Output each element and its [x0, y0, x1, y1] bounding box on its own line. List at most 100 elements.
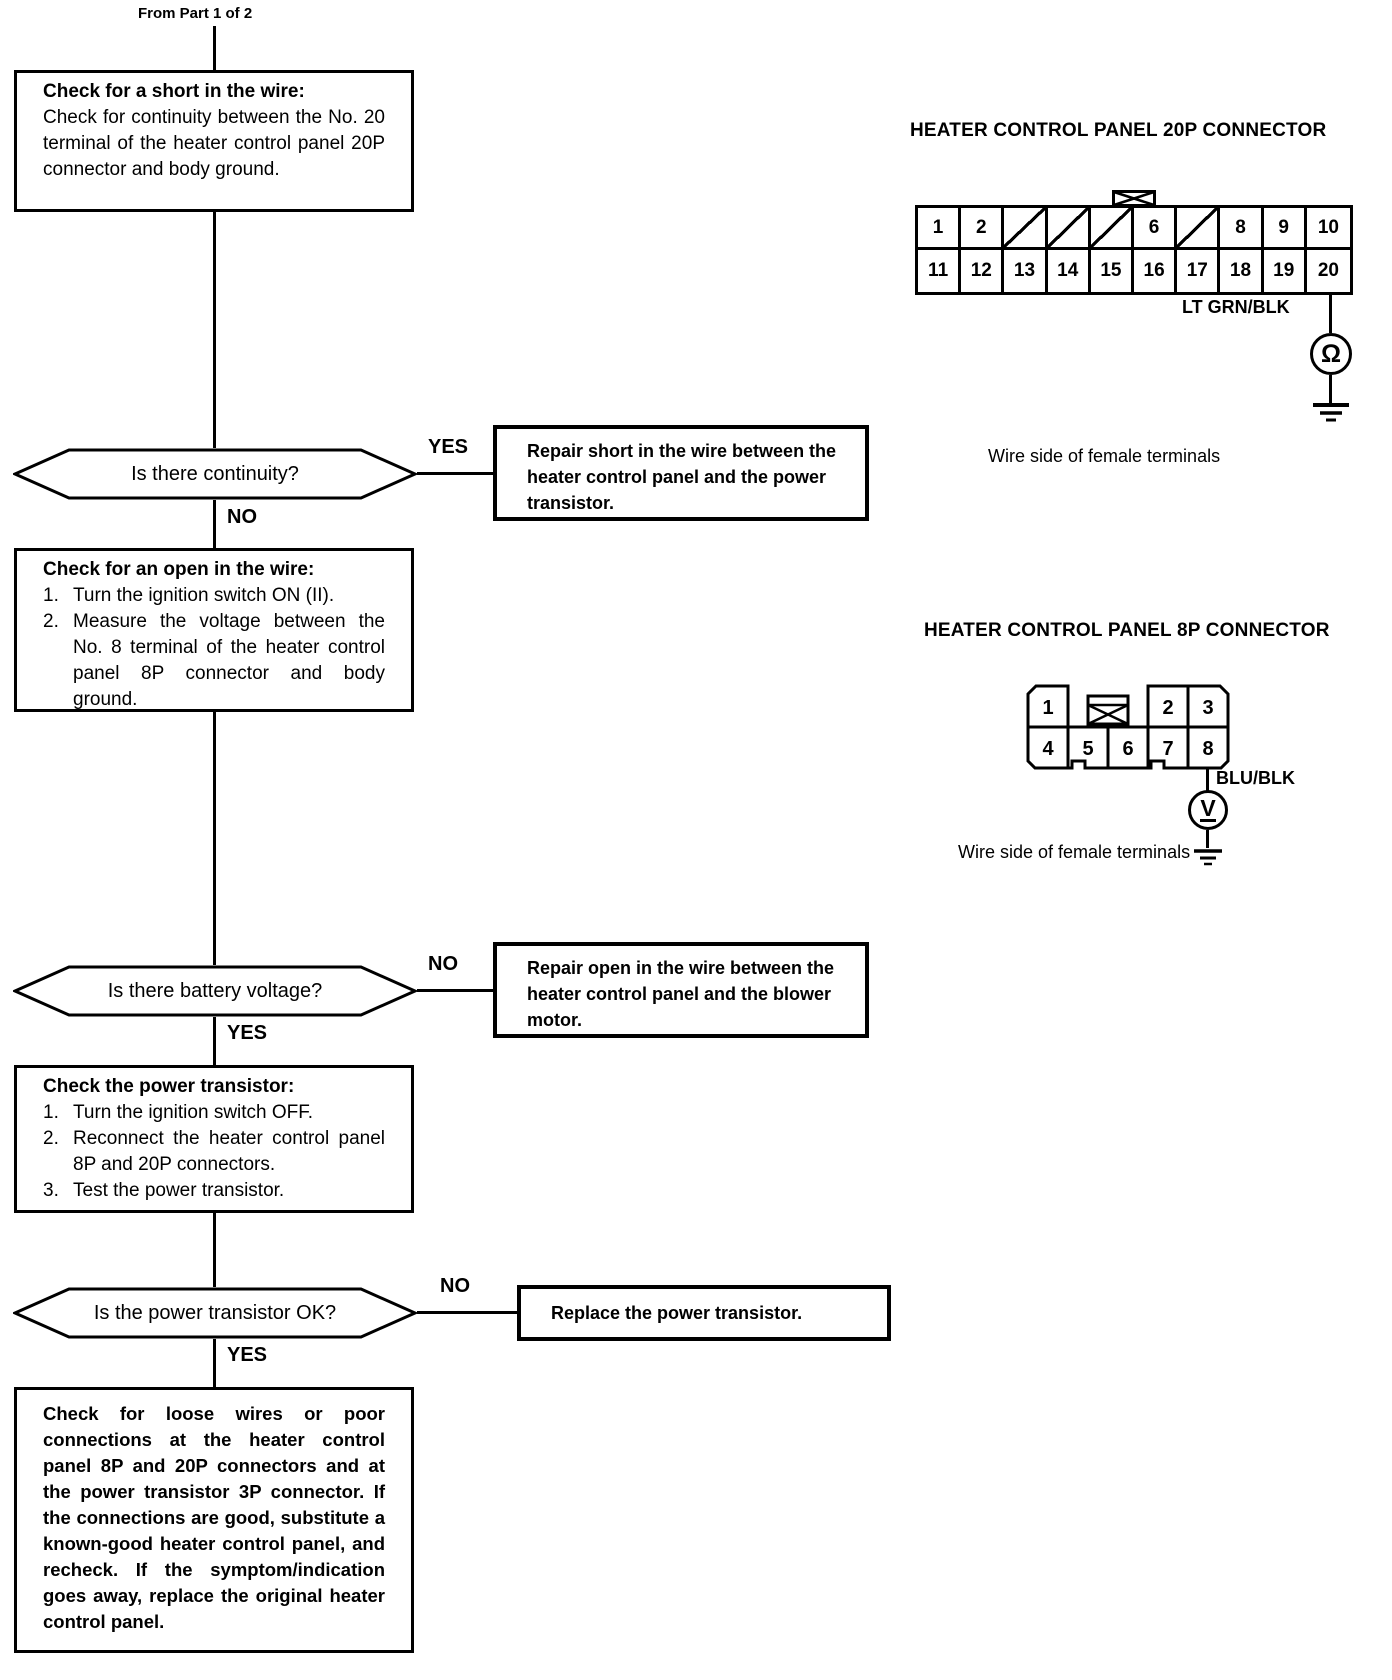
flow-line: [213, 500, 216, 548]
terminal-number: 2: [1162, 697, 1173, 719]
yes-label: YES: [227, 1022, 268, 1044]
check-open-box: Check for an open in the wire: 1. Turn t…: [14, 548, 414, 712]
terminal-cell-blocked: [1047, 208, 1091, 250]
step-number: 3.: [43, 1180, 59, 1201]
terminal-number: 7: [1162, 738, 1173, 760]
connector-20p-grid: 1 2 6 8 9 10 11 12 13 14 15 16 17 18 19 …: [915, 205, 1353, 295]
terminal-cell-blocked: [1177, 208, 1221, 250]
bowtie-keying-tab-icon: [1086, 694, 1130, 726]
ground-icon: [1194, 849, 1222, 866]
decision-transistor-ok-label: Is the power transistor OK?: [93, 1301, 337, 1324]
decision-continuity-label: Is there continuity?: [131, 462, 299, 485]
hexagon-shape: [13, 965, 417, 1017]
step-number: 2.: [43, 611, 59, 632]
yes-label: YES: [227, 1344, 268, 1366]
flow-line: [417, 1311, 517, 1314]
no-label: NO: [227, 506, 257, 528]
hexagon-shape: [13, 448, 417, 500]
test-wire: [1206, 768, 1209, 792]
terminal-number: 3: [1202, 697, 1213, 719]
ground-icon: [1313, 403, 1349, 422]
terminal-cell: 1: [918, 208, 962, 250]
flow-line: [213, 212, 216, 448]
check-open-step-1: 1. Turn the ignition switch ON (II).: [43, 583, 385, 609]
check-short-body: Check for continuity between the No. 20 …: [43, 107, 385, 180]
terminal-cell: 14: [1048, 250, 1091, 292]
wire-side-caption-8p: Wire side of female terminals: [958, 842, 1191, 862]
terminal-cell: 2: [961, 208, 1005, 250]
check-transistor-title: Check the power transistor:: [43, 1076, 295, 1097]
flow-line: [213, 1213, 216, 1287]
step-text: Turn the ignition switch ON (II).: [73, 585, 335, 606]
check-open-step-2: 2. Measure the voltage between the No. 8…: [43, 609, 385, 713]
terminal-number: 5: [1082, 738, 1093, 760]
step-text: Reconnect the heater control panel 8P an…: [73, 1128, 385, 1175]
wire-side-caption-20p: Wire side of female terminals: [988, 446, 1221, 466]
terminal-cell: 15: [1091, 250, 1134, 292]
voltmeter-icon: V: [1188, 790, 1228, 830]
check-transistor-box: Check the power transistor: 1. Turn the …: [14, 1065, 414, 1213]
step-number: 1.: [43, 1102, 59, 1123]
terminal-cell: 19: [1264, 250, 1307, 292]
terminal-cell: 16: [1134, 250, 1178, 292]
step-number: 1.: [43, 585, 59, 606]
terminal-number: 4: [1042, 738, 1054, 760]
step-number: 2.: [43, 1128, 59, 1149]
decision-continuity: Is there continuity?: [13, 448, 417, 500]
terminal-cell: 13: [1004, 250, 1048, 292]
terminal-number: 6: [1122, 738, 1133, 760]
ohmmeter-icon: Ω: [1310, 333, 1352, 375]
check-transistor-step-3: 3. Test the power transistor.: [43, 1178, 385, 1204]
step-text: Turn the ignition switch OFF.: [73, 1102, 314, 1123]
flow-line: [213, 712, 216, 965]
check-transistor-step-2: 2. Reconnect the heater control panel 8P…: [43, 1126, 385, 1178]
replace-transistor-box: Replace the power transistor.: [517, 1285, 891, 1341]
decision-battery-voltage: Is there battery voltage?: [13, 965, 417, 1017]
terminal-cell: 12: [961, 250, 1005, 292]
test-wire: [1206, 830, 1209, 848]
connector-8p-diagram: 1 2 3 4 5 6 7 8: [1026, 684, 1230, 770]
repair-short-box: Repair short in the wire between the hea…: [493, 425, 869, 521]
ohm-symbol: Ω: [1320, 339, 1342, 368]
flow-line: [213, 26, 216, 70]
terminal-cell: 18: [1220, 250, 1264, 292]
flow-line: [213, 1017, 216, 1065]
terminal-cell: 8: [1220, 208, 1264, 250]
step-text: Test the power transistor.: [73, 1180, 285, 1201]
flow-line: [417, 989, 493, 992]
check-short-box: Check for a short in the wire: Check for…: [14, 70, 414, 212]
check-short-title: Check for a short in the wire:: [43, 81, 305, 102]
decision-battery-voltage-label: Is there battery voltage?: [107, 979, 323, 1002]
repair-open-box: Repair open in the wire between the heat…: [493, 942, 869, 1038]
terminal-cell: 17: [1177, 250, 1221, 292]
flow-line: [417, 472, 493, 475]
wire-color-label-8p: BLU/BLK: [1216, 768, 1295, 788]
terminal-cell: 11: [918, 250, 962, 292]
connector-8p-title: HEATER CONTROL PANEL 8P CONNECTOR: [924, 620, 1330, 641]
check-open-title: Check for an open in the wire:: [43, 559, 315, 580]
no-label: NO: [440, 1275, 470, 1297]
terminal-cell: 6: [1134, 208, 1178, 250]
test-wire: [1329, 295, 1332, 333]
step-text: Measure the voltage between the No. 8 te…: [73, 611, 385, 710]
volt-symbol: V: [1200, 794, 1216, 823]
terminal-cell: 10: [1306, 208, 1350, 250]
no-label: NO: [428, 953, 458, 975]
terminal-cell-blocked: [1004, 208, 1048, 250]
flow-line: [213, 1339, 216, 1387]
final-check-box: Check for loose wires or poor connection…: [14, 1387, 414, 1653]
yes-label: YES: [428, 436, 469, 458]
test-wire: [1329, 375, 1332, 403]
bowtie-keying-tab-icon: [1112, 190, 1156, 207]
connector-20p-title: HEATER CONTROL PANEL 20P CONNECTOR: [910, 120, 1327, 141]
terminal-cell-blocked: [1090, 208, 1134, 250]
hexagon-shape: [13, 1287, 417, 1339]
terminal-cell: 9: [1263, 208, 1307, 250]
wire-color-label-20p: LT GRN/BLK: [1182, 297, 1290, 317]
terminal-number: 1: [1042, 697, 1053, 719]
replace-transistor-text: Replace the power transistor.: [551, 1303, 803, 1323]
terminal-cell: 20: [1317, 260, 1339, 281]
check-transistor-step-1: 1. Turn the ignition switch OFF.: [43, 1100, 385, 1126]
decision-transistor-ok: Is the power transistor OK?: [13, 1287, 417, 1339]
